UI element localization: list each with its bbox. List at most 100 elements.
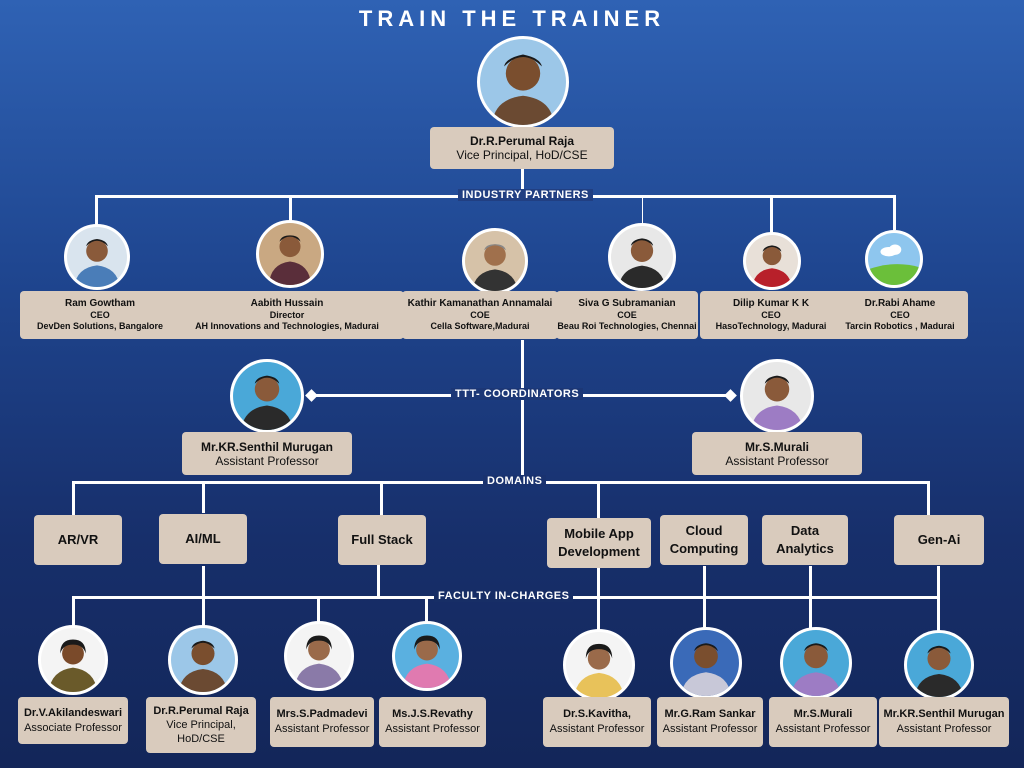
partner-org: Tarcin Robotics , Madurai	[845, 321, 955, 332]
connector-line	[927, 481, 930, 516]
partner-role: CEO	[90, 310, 110, 320]
faculty-avatar	[38, 625, 108, 695]
faculty-name: Mr.G.Ram Sankar	[664, 708, 756, 721]
partner-role: CEO	[890, 310, 910, 320]
faculty-name: Ms.J.S.Revathy	[392, 708, 473, 721]
partner-card: Siva G Subramanian COE Beau Roi Technolo…	[556, 291, 698, 339]
connector-line	[521, 168, 524, 196]
faculty-card: Ms.J.S.Revathy Assistant Professor	[379, 697, 486, 747]
partner-name: Aabith Hussain	[250, 297, 324, 309]
partner-card: Ram Gowtham CEO DevDen Solutions, Bangal…	[20, 291, 180, 339]
partner-avatar	[743, 232, 801, 290]
coordinator-role: Assistant Professor	[725, 453, 829, 468]
partner-name: Dilip Kumar K K	[732, 297, 810, 309]
connector-line	[95, 195, 98, 230]
faculty-name: Mr.S.Murali	[793, 708, 853, 721]
partner-avatar	[64, 224, 130, 290]
connector-line	[289, 195, 292, 223]
partner-card: Dr.Rabi Ahame CEO Tarcin Robotics , Madu…	[832, 291, 968, 339]
faculty-card: Mr.S.Murali Assistant Professor	[769, 697, 877, 747]
domain-data-analytics: Data Analytics	[762, 515, 848, 565]
partner-org: AH Innovations and Technologies, Madurai	[195, 321, 379, 332]
faculty-role: Assistant Professor	[549, 723, 645, 735]
faculty-card: Dr.V.Akilandeswari Associate Professor	[18, 697, 128, 744]
industry-partners-label: INDUSTRY PARTNERS	[458, 189, 593, 201]
faculty-in-charges-label: FACULTY IN-CHARGES	[434, 590, 574, 602]
connector-line	[597, 481, 600, 518]
faculty-avatar	[392, 621, 462, 691]
domains-label: DOMAINS	[483, 475, 547, 487]
connector-line	[937, 566, 940, 632]
connector-line	[202, 481, 205, 513]
partner-name: Ram Gowtham	[64, 297, 135, 309]
faculty-role: Assistant Professor	[775, 723, 871, 735]
connector-line	[380, 481, 383, 516]
head-card: Dr.R.Perumal Raja Vice Principal, HoD/CS…	[430, 127, 614, 169]
connector-diamond	[305, 389, 318, 402]
faculty-role: Associate Professor	[24, 721, 122, 734]
connector-line	[597, 568, 600, 632]
partner-name: Kathir Kamanathan Annamalai	[407, 297, 553, 309]
faculty-card: Dr.R.Perumal Raja Vice Principal, HoD/CS…	[146, 697, 256, 753]
partner-role: CEO	[761, 310, 781, 320]
connector-line	[425, 596, 428, 626]
partner-card: Dilip Kumar K K CEO HasoTechnology, Madu…	[700, 291, 842, 339]
faculty-role: Assistant Professor	[662, 723, 758, 735]
partner-org: HasoTechnology, Madurai	[715, 321, 827, 332]
faculty-name: Mrs.S.Padmadevi	[276, 708, 368, 721]
connector-line	[770, 195, 773, 233]
domain-full-stack: Full Stack	[338, 515, 426, 565]
partner-avatar	[608, 223, 676, 291]
faculty-role: Assistant Professor	[896, 723, 992, 735]
connector-diamond	[724, 389, 737, 402]
connector-line	[317, 596, 320, 626]
coordinators-label: TTT- COORDINATORS	[451, 388, 584, 400]
connector-line	[893, 195, 896, 230]
partner-card: Kathir Kamanathan Annamalai COE Cella So…	[402, 291, 558, 339]
partner-org: DevDen Solutions, Bangalore	[36, 321, 164, 332]
faculty-card: Mr.G.Ram Sankar Assistant Professor	[657, 697, 763, 747]
domain-mobile-app-development: Mobile App Development	[547, 518, 651, 568]
page-title: TRAIN THE TRAINER	[358, 6, 666, 31]
domain-gen-ai: Gen-Ai	[894, 515, 984, 565]
partner-avatar	[256, 220, 324, 288]
partner-org: Cella Software,Madurai	[430, 321, 530, 332]
connector-line	[202, 566, 205, 628]
head-role: Vice Principal, HoD/CSE	[456, 148, 588, 162]
coordinator-avatar	[740, 359, 814, 433]
coordinator-card: Mr.S.Murali Assistant Professor	[692, 432, 862, 475]
partner-avatar	[865, 230, 923, 288]
faculty-avatar	[168, 625, 238, 695]
connector-line	[72, 596, 75, 630]
connector-line	[521, 340, 524, 480]
faculty-name: Mr.KR.Senthil Murugan	[883, 708, 1005, 721]
partner-name: Siva G Subramanian	[578, 297, 676, 309]
partner-avatar	[462, 228, 528, 294]
coordinator-name: Mr.S.Murali	[744, 439, 809, 454]
partner-card: Aabith Hussain Director AH Innovations a…	[170, 291, 404, 339]
coordinator-name: Mr.KR.Senthil Murugan	[201, 439, 333, 454]
coordinator-card: Mr.KR.Senthil Murugan Assistant Professo…	[182, 432, 352, 475]
domain-ar-vr: AR/VR	[34, 515, 122, 565]
coordinator-role: Assistant Professor	[215, 453, 319, 468]
partner-role: COE	[617, 310, 637, 320]
partner-org: Beau Roi Technologies, Chennai	[557, 321, 697, 332]
faculty-card: Mrs.S.Padmadevi Assistant Professor	[270, 697, 374, 747]
connector-line	[703, 566, 706, 630]
partner-name: Dr.Rabi Ahame	[864, 297, 936, 309]
faculty-avatar	[284, 621, 354, 691]
faculty-name: Dr.R.Perumal Raja	[153, 704, 249, 717]
connector-line	[72, 481, 75, 516]
faculty-card: Mr.KR.Senthil Murugan Assistant Professo…	[879, 697, 1009, 747]
coordinator-avatar	[230, 359, 304, 433]
faculty-name: Dr.S.Kavitha,	[563, 708, 631, 721]
head-name: Dr.R.Perumal Raja	[469, 134, 575, 148]
faculty-name: Dr.V.Akilandeswari	[23, 706, 123, 719]
faculty-role: Vice Principal, HoD/CSE	[166, 718, 236, 746]
faculty-card: Dr.S.Kavitha, Assistant Professor	[543, 697, 651, 747]
domain-ai-ml: AI/ML	[159, 514, 247, 564]
partner-role: Director	[269, 310, 305, 320]
connector-line	[809, 566, 812, 630]
faculty-avatar	[780, 627, 852, 699]
partner-role: COE	[470, 310, 490, 320]
